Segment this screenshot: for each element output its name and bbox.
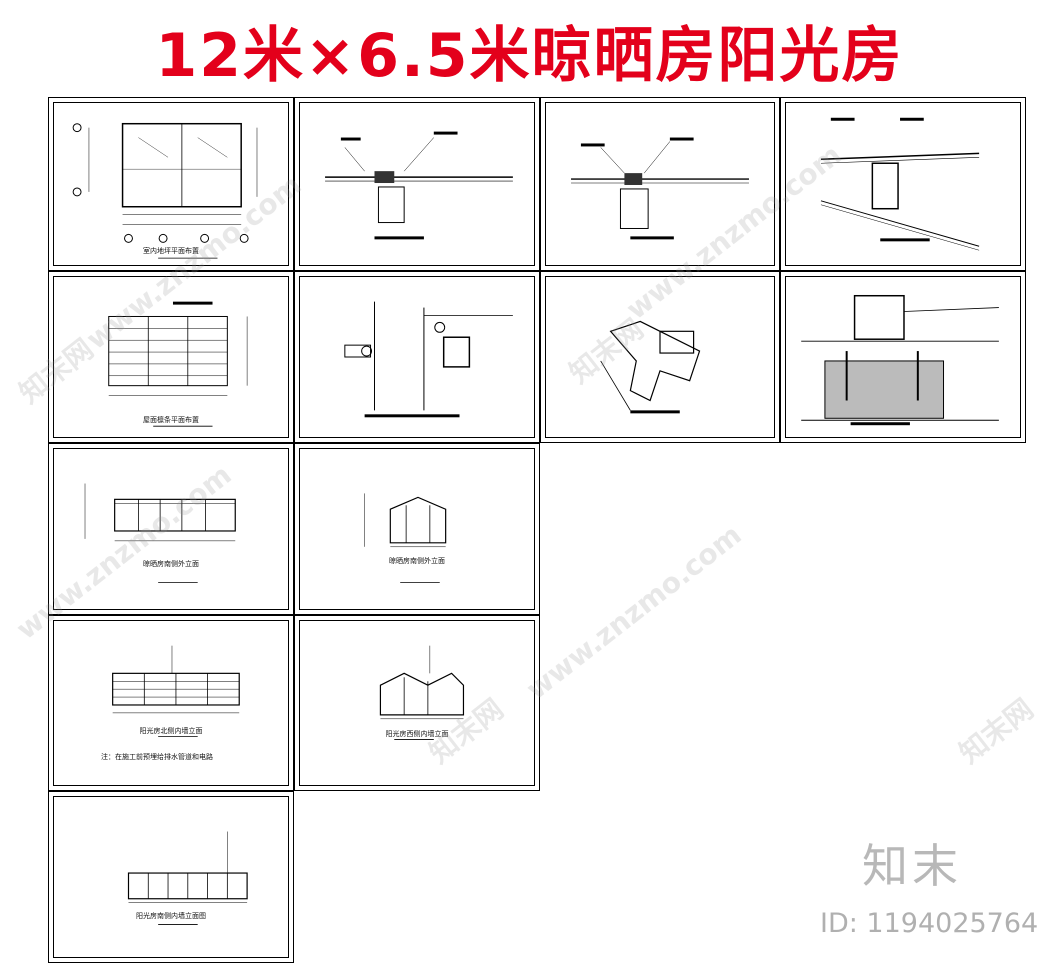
sheet-caption: 阳光房南侧内墙立面图	[136, 912, 206, 920]
drawing-sheet-north-inner-elevation[interactable]: 阳光房北侧内墙立面 注：在施工前预埋给排水管道和电路	[48, 615, 294, 791]
elevation-drawing	[112, 645, 240, 738]
drawing-sheet-detail-5[interactable]	[540, 271, 780, 443]
resource-id: ID: 1194025764	[820, 908, 1039, 939]
watermark-text: www.znzmo.com	[520, 518, 748, 707]
drawing-sheet-roof-purlin-plan[interactable]: 屋面檩条平面布置	[48, 271, 294, 443]
drawing-sheet-detail-6[interactable]	[780, 271, 1026, 443]
sheet-caption: 屋面檩条平面布置	[143, 416, 199, 424]
sheet-caption: 晾晒房南侧外立面	[389, 557, 445, 565]
elevation-drawing	[379, 645, 465, 740]
drawing-sheet-south-elevation-2[interactable]: 晾晒房南侧外立面	[294, 443, 540, 615]
drawing-sheet-south-inner-elevation[interactable]: 阳光房南侧内墙立面图	[48, 791, 294, 963]
detail-drawing	[801, 294, 999, 426]
drawing-sheet-floor-plan[interactable]: 室内地坪平面布置	[48, 97, 294, 271]
drawing-sheet-detail-4[interactable]	[294, 271, 540, 443]
roof-purlin-drawing	[108, 301, 248, 427]
sheet-caption: 室内地坪平面布置	[143, 247, 199, 255]
floor-plan-drawing	[72, 122, 258, 259]
detail-drawing	[325, 131, 513, 240]
sheet-caption: 阳光房北侧内墙立面	[139, 727, 203, 735]
construction-note: 注：在施工前预埋给排水管道和电路	[101, 753, 213, 761]
sheet-caption: 阳光房西侧内墙立面	[385, 730, 449, 738]
drawing-sheet-detail-1[interactable]	[294, 97, 540, 271]
drawing-sheet-detail-3[interactable]	[780, 97, 1026, 271]
watermark-text: 知末网	[953, 692, 1040, 770]
detail-drawing	[820, 117, 980, 251]
sheet-caption: 晾晒房南侧外立面	[143, 560, 199, 568]
detail-drawing	[344, 301, 513, 418]
drawing-sheet-detail-2[interactable]	[540, 97, 780, 271]
detail-drawing	[600, 320, 701, 414]
elevation-drawing	[364, 493, 447, 583]
elevation-drawing	[84, 483, 236, 583]
detail-drawing	[571, 137, 749, 240]
page-title: 12米×6.5米晾晒房阳光房	[155, 21, 904, 91]
drawing-sheet-west-inner-elevation[interactable]: 阳光房西侧内墙立面	[294, 615, 540, 791]
elevation-drawing	[127, 831, 248, 925]
brand-logo: 知末	[862, 839, 962, 893]
drawing-sheet-south-elevation-1[interactable]: 晾晒房南侧外立面	[48, 443, 294, 615]
